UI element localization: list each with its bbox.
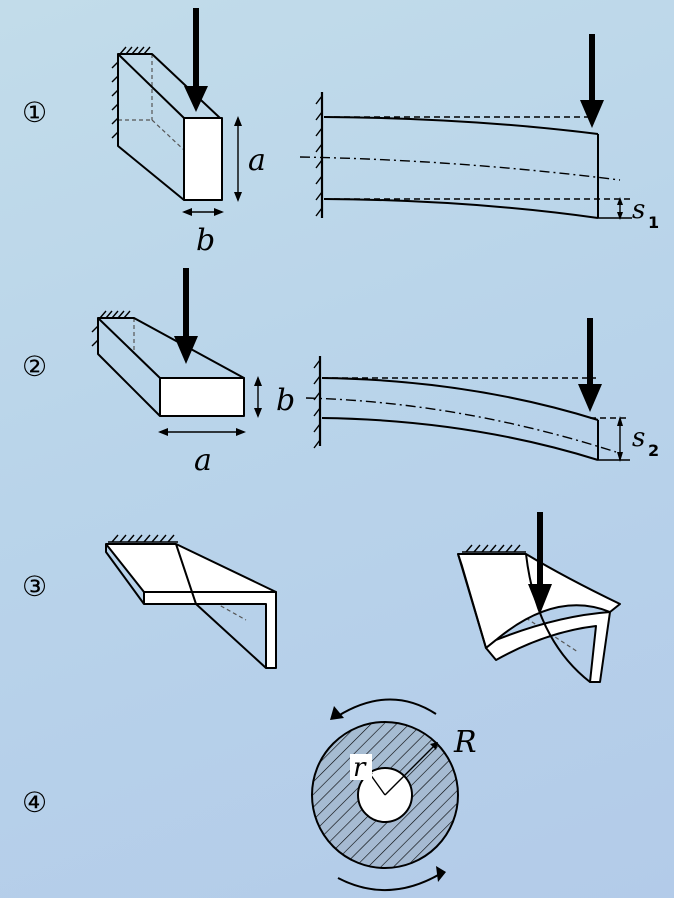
deflected-beam-1 [299, 92, 632, 219]
dimension-b-label-1: b [196, 223, 215, 258]
dimension-a-label-2: a [194, 443, 212, 478]
inner-radius-label: r [353, 753, 367, 783]
case-4: ④ r R [22, 698, 477, 892]
flat-beam-section [97, 317, 245, 417]
rotation-arrow-icon [337, 873, 441, 892]
case-4-number: ④ [22, 786, 47, 819]
downward-force-arrow-icon [184, 86, 208, 112]
angle-profile-unloaded [105, 534, 277, 669]
downward-force-arrow-icon [174, 336, 198, 364]
dimension-b-label-2: b [276, 383, 295, 418]
deflection-s1-subscript: 1 [648, 213, 659, 232]
outer-radius-label: R [453, 725, 477, 760]
downward-force-arrow-icon [580, 100, 604, 128]
deflection-s2-subscript: 2 [648, 441, 659, 460]
dimension-a-label-1: a [248, 143, 266, 178]
deflection-s2-label: s [632, 423, 645, 453]
tall-beam-section [117, 53, 223, 201]
downward-force-arrow-icon [578, 384, 602, 412]
case-2: ② b a [22, 268, 659, 478]
deflection-s1-label: s [632, 195, 645, 225]
case-1-number: ① [22, 96, 47, 129]
case-3-number: ③ [22, 570, 47, 603]
hollow-shaft-cross-section: r R [311, 721, 477, 869]
case-3: ③ [22, 512, 621, 683]
rotation-arrow-icon [337, 698, 437, 717]
downward-force-arrow-icon [528, 584, 552, 614]
case-2-number: ② [22, 350, 47, 383]
case-1: ① [22, 8, 659, 258]
deflected-beam-2 [305, 356, 630, 461]
